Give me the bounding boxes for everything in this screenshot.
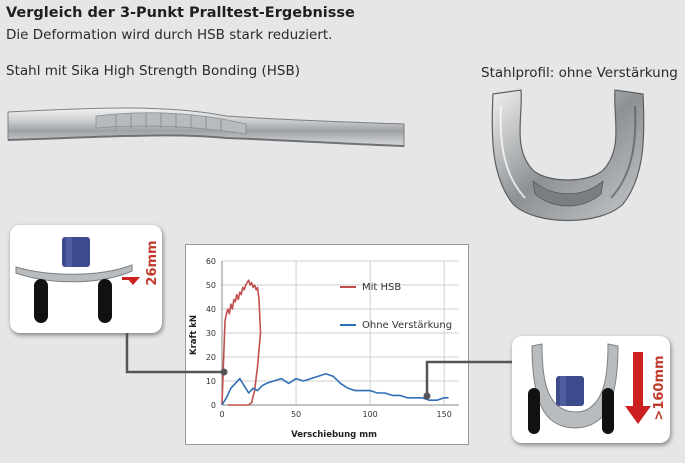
chart-svg: 0 10 20 30 40 50 60 0 50 100 150 Verschiebung mm K… <box>189 257 459 440</box>
hsb-deflection-callout: 26mm <box>10 225 162 333</box>
hsb-deflection-label: 26mm <box>145 240 160 285</box>
y-tick-label-2: 20 <box>206 353 216 362</box>
chart-series <box>221 279 449 406</box>
y-tick-label-3: 30 <box>206 329 216 338</box>
y-tick-label-1: 10 <box>206 377 216 386</box>
y-tick-label-5: 50 <box>206 281 216 290</box>
impactor-icon <box>556 376 584 406</box>
x-tick-label-1: 50 <box>291 410 301 419</box>
legend-label-steel: Ohne Verstärkung <box>362 320 452 331</box>
down-arrow-icon <box>122 277 140 285</box>
steel-photo-label: Stahlprofil: ohne Verstärkung <box>481 65 678 81</box>
chart-xlabel: Verschiebung mm <box>291 430 377 440</box>
y-tick-label-4: 40 <box>206 305 216 314</box>
hsb-beam-photo <box>7 107 405 147</box>
steel-deflection-callout: >160mm <box>512 336 670 443</box>
x-tick-label-0: 0 <box>219 410 224 419</box>
support-right-icon <box>98 279 112 323</box>
series-line-0 <box>221 279 262 406</box>
support-right-icon <box>602 388 614 434</box>
impactor-icon <box>62 237 90 267</box>
chart-axes: 0 10 20 30 40 50 60 0 50 100 150 <box>206 257 459 419</box>
x-tick-label-3: 150 <box>437 410 452 419</box>
x-tick-label-2: 100 <box>362 410 377 419</box>
force-displacement-chart: 0 10 20 30 40 50 60 0 50 100 150 Verschiebung mm K… <box>185 244 469 445</box>
support-left-icon <box>528 388 540 434</box>
steel-profile-photo <box>491 89 645 222</box>
legend-label-hsb: Mit HSB <box>362 282 401 293</box>
steel-deflection-label: >160mm <box>652 355 667 420</box>
series-line-1 <box>221 373 449 406</box>
hsb-photo-label: Stahl mit Sika High Strength Bonding (HS… <box>6 63 301 79</box>
support-left-icon <box>34 279 48 323</box>
chart-ylabel: Kraft kN <box>189 315 199 355</box>
y-tick-label-6: 60 <box>206 257 216 266</box>
page-subtitle: Die Deformation wird durch HSB stark red… <box>6 27 333 43</box>
page-title: Vergleich der 3-Punkt Pralltest-Ergebnis… <box>6 5 355 21</box>
down-arrow-icon <box>625 352 651 424</box>
y-tick-label-0: 0 <box>211 401 216 410</box>
